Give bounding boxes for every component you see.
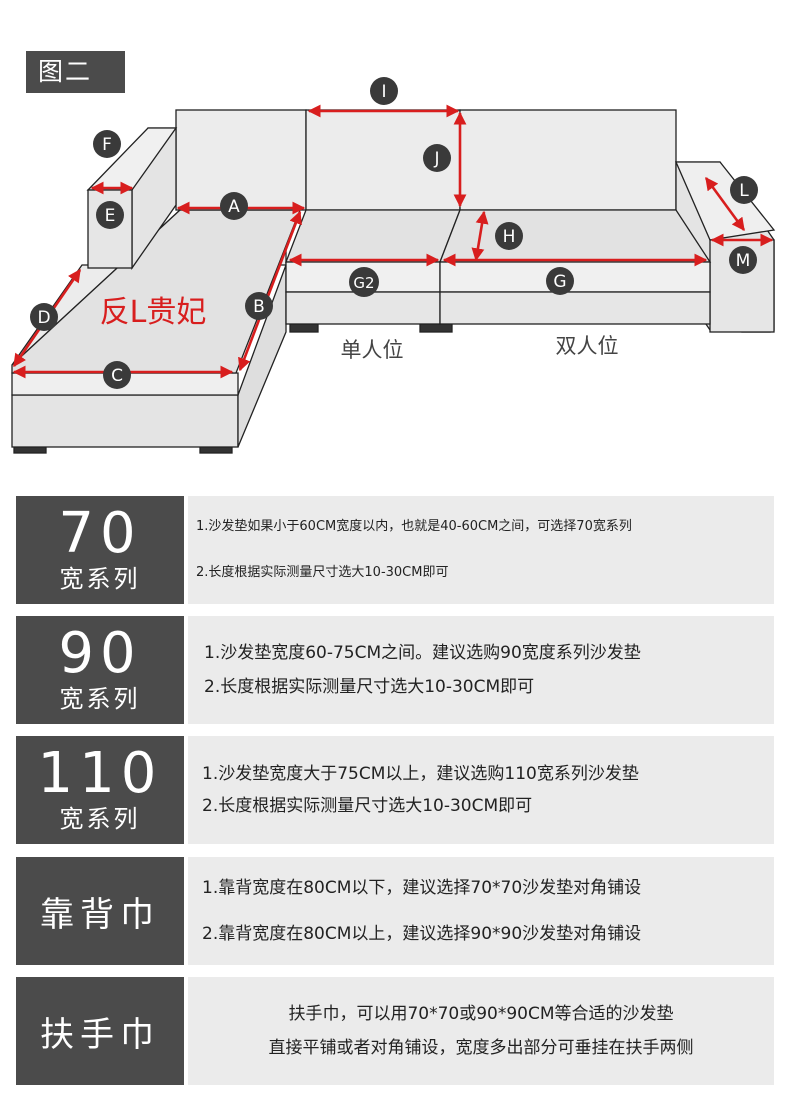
svg-text:G: G	[553, 272, 566, 292]
backrest-description: 1.靠背宽度在80CM以下，建议选择70*70沙发垫对角铺设 2.靠背宽度在80…	[188, 857, 774, 965]
series-description: 1.沙发垫宽度大于75CM以上，建议选购110宽系列沙发垫 2.长度根据实际测量…	[188, 736, 774, 844]
desc-line: 2.靠背宽度在80CM以上，建议选择90*90沙发垫对角铺设	[202, 924, 642, 944]
desc-line: 1.沙发垫如果小于60CM宽度以内，也就是40-60CM之间，可选择70宽系列	[196, 519, 632, 534]
label-G: G	[546, 267, 574, 295]
label-M: M	[729, 246, 757, 274]
armrest-label: 扶手巾	[40, 1014, 160, 1055]
armrest-row: 扶手巾 扶手巾，可以用70*70或90*90CM等合适的沙发垫 直接平铺或者对角…	[16, 977, 774, 1085]
sofa-shapes	[11, 109, 776, 454]
desc-line: 1.沙发垫宽度60-75CM之间。建议选购90宽度系列沙发垫	[204, 643, 641, 663]
diagram-title: 反L贵妃	[100, 295, 207, 330]
series-row-90: 90 宽系列 1.沙发垫宽度60-75CM之间。建议选购90宽度系列沙发垫 2.…	[16, 616, 774, 724]
double-seat-label: 双人位	[556, 334, 619, 358]
series-number: 70	[58, 501, 142, 566]
label-D: D	[30, 303, 58, 331]
desc-line: 1.靠背宽度在80CM以下，建议选择70*70沙发垫对角铺设	[202, 878, 642, 898]
svg-text:D: D	[37, 308, 50, 328]
svg-text:A: A	[228, 197, 240, 217]
series-number: 110	[37, 741, 163, 806]
figure-tag: 图二	[26, 51, 125, 93]
label-A: A	[220, 192, 248, 220]
label-B: B	[245, 292, 273, 320]
sofa-diagram: I J F E A H L M G2 G D B C 反L贵妃 单人位 双人位	[11, 77, 776, 454]
svg-text:H: H	[503, 227, 516, 247]
svg-text:J: J	[433, 149, 439, 169]
series-number: 90	[58, 621, 142, 686]
series-row-70: 70 宽系列 1.沙发垫如果小于60CM宽度以内，也就是40-60CM之间，可选…	[16, 496, 774, 604]
desc-line: 2.长度根据实际测量尺寸选大10-30CM即可	[202, 796, 533, 816]
svg-text:G2: G2	[353, 274, 374, 292]
armrest-description: 扶手巾，可以用70*70或90*90CM等合适的沙发垫 直接平铺或者对角铺设，宽…	[188, 977, 774, 1085]
series-row-110: 110 宽系列 1.沙发垫宽度大于75CM以上，建议选购110宽系列沙发垫 2.…	[16, 736, 774, 844]
single-seat-label: 单人位	[341, 338, 404, 362]
series-label: 宽系列	[59, 565, 141, 593]
armrest-tag: 扶手巾	[16, 977, 184, 1085]
svg-text:L: L	[739, 181, 749, 201]
desc-line: 扶手巾，可以用70*70或90*90CM等合适的沙发垫	[288, 1004, 674, 1024]
label-C: C	[103, 361, 131, 389]
series-label: 宽系列	[59, 805, 141, 833]
label-I: I	[370, 77, 398, 105]
desc-line: 2.长度根据实际测量尺寸选大10-30CM即可	[196, 565, 449, 580]
svg-text:M: M	[736, 251, 751, 271]
desc-line: 2.长度根据实际测量尺寸选大10-30CM即可	[204, 677, 535, 697]
label-G2: G2	[349, 267, 379, 297]
svg-text:I: I	[381, 82, 386, 102]
backrest-label: 靠背巾	[40, 894, 160, 935]
label-J: J	[423, 144, 451, 172]
label-L: L	[730, 176, 758, 204]
measurement-arrows	[12, 104, 774, 379]
backrest-tag: 靠背巾	[16, 857, 184, 965]
series-tag: 70 宽系列	[16, 496, 184, 604]
series-tag: 110 宽系列	[16, 736, 184, 844]
svg-text:E: E	[105, 206, 116, 226]
series-label: 宽系列	[59, 685, 141, 713]
series-tag: 90 宽系列	[16, 616, 184, 724]
label-H: H	[495, 222, 523, 250]
desc-line: 1.沙发垫宽度大于75CM以上，建议选购110宽系列沙发垫	[202, 764, 639, 784]
svg-text:B: B	[253, 297, 265, 317]
label-F: F	[93, 130, 121, 158]
desc-line: 直接平铺或者对角铺设，宽度多出部分可垂挂在扶手两侧	[268, 1038, 694, 1058]
series-description: 1.沙发垫如果小于60CM宽度以内，也就是40-60CM之间，可选择70宽系列 …	[188, 496, 774, 604]
svg-text:F: F	[102, 135, 112, 155]
label-E: E	[96, 201, 124, 229]
series-description: 1.沙发垫宽度60-75CM之间。建议选购90宽度系列沙发垫 2.长度根据实际测…	[188, 616, 774, 724]
backrest-row: 靠背巾 1.靠背宽度在80CM以下，建议选择70*70沙发垫对角铺设 2.靠背宽…	[16, 857, 774, 965]
svg-text:C: C	[111, 366, 123, 386]
